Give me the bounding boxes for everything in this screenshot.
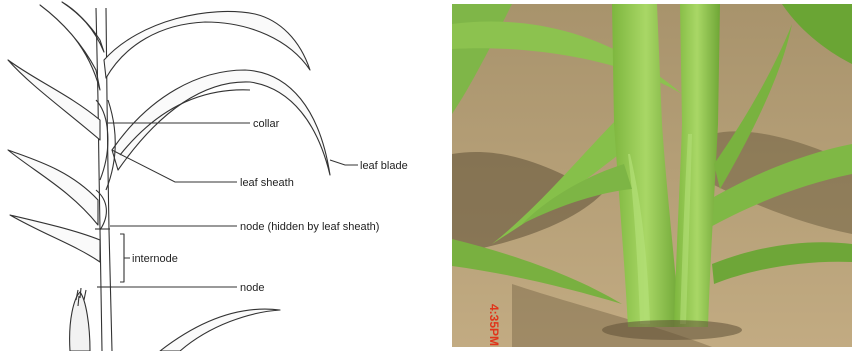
label-collar: collar — [253, 118, 280, 130]
internode-bracket — [120, 234, 130, 282]
label-node: node — [240, 282, 264, 294]
leaf-upper-left — [40, 5, 100, 90]
leaf-mid-left — [8, 60, 100, 140]
ear-sketch — [70, 292, 90, 351]
leader-leaf-sheath — [112, 150, 237, 182]
base-shadow — [602, 320, 742, 340]
corn-plant-photo: 4:35PM — [452, 4, 852, 347]
leaf-lower-left-2 — [10, 215, 100, 262]
photo-timestamp: 4:35PM — [487, 304, 501, 346]
label-node-hidden: node (hidden by leaf sheath) — [240, 221, 379, 233]
label-internode: internode — [132, 253, 178, 265]
leaf-bottom-right — [160, 309, 280, 351]
leaf-top-right — [104, 11, 310, 78]
label-leaf-blade: leaf blade — [360, 160, 408, 172]
leaf-lower-left — [8, 150, 98, 225]
corn-plant-diagram: collar leaf sheath leaf blade node (hidd… — [0, 0, 440, 351]
leader-leaf-blade — [330, 160, 358, 165]
leaf-upper-left-2 — [62, 2, 104, 52]
label-leaf-sheath: leaf sheath — [240, 177, 294, 189]
